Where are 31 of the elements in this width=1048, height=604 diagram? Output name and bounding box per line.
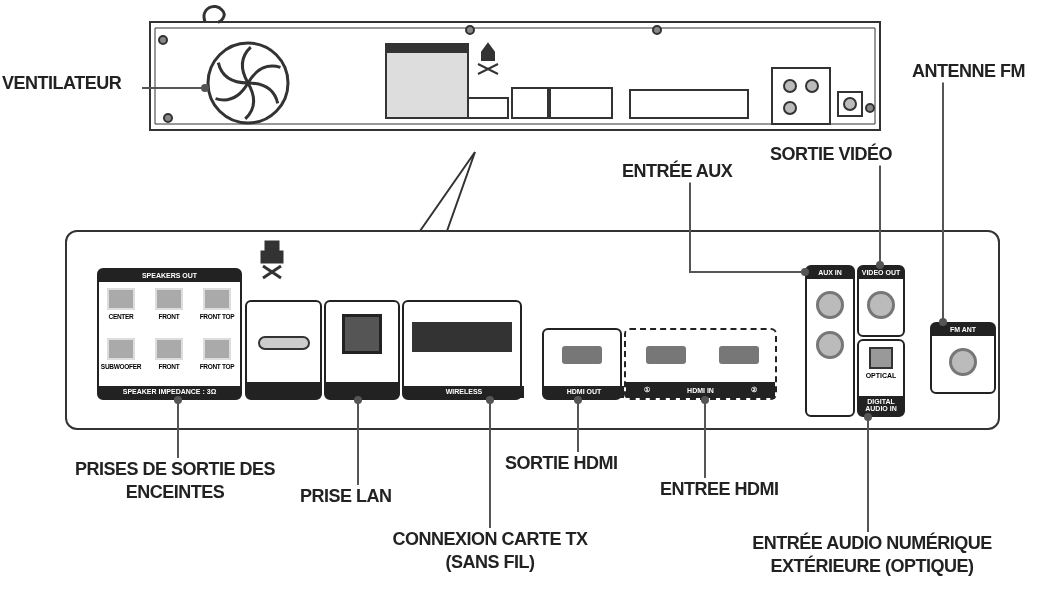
callout-label: SORTIE HDMI: [505, 452, 618, 475]
leader-line: [939, 81, 947, 326]
callout-label: SORTIE VIDÉO: [770, 143, 893, 166]
leader-line: [701, 396, 709, 479]
rear-panel: [65, 230, 1000, 430]
panel-section: [402, 300, 522, 400]
callout-label: ENTREE HDMI: [660, 478, 779, 501]
callout-label: ANTENNE FM: [912, 60, 1025, 83]
callout-label: ENTRÉE AUX: [622, 160, 733, 183]
callout-label: CONNEXION CARTE TX (SANS FIL): [391, 528, 589, 573]
leader-line: [864, 413, 872, 533]
panel-section: [857, 265, 905, 337]
panel-section: [324, 300, 400, 400]
panel-section: [542, 328, 622, 400]
callout-label: PRISES DE SORTIE DES ENCEINTES: [73, 458, 277, 503]
leader-line: [689, 181, 809, 276]
leader-line: [486, 396, 494, 529]
leader-line: [354, 396, 362, 486]
panel-section: [930, 322, 996, 394]
leader-line: [141, 84, 209, 92]
callout-label: PRISE LAN: [300, 485, 392, 508]
panel-section: [857, 339, 905, 417]
callout-label: ENTRÉE AUDIO NUMÉRIQUE EXTÉRIEURE (OPTIQUE): [751, 532, 993, 577]
leader-line: [174, 396, 182, 459]
callout-label: VENTILATEUR: [2, 72, 122, 95]
leader-line: [876, 164, 884, 269]
panel-section: [245, 300, 322, 400]
leader-line: [574, 396, 582, 453]
panel-section: [805, 265, 855, 417]
panel-section: [624, 328, 777, 400]
panel-section: [97, 268, 242, 400]
